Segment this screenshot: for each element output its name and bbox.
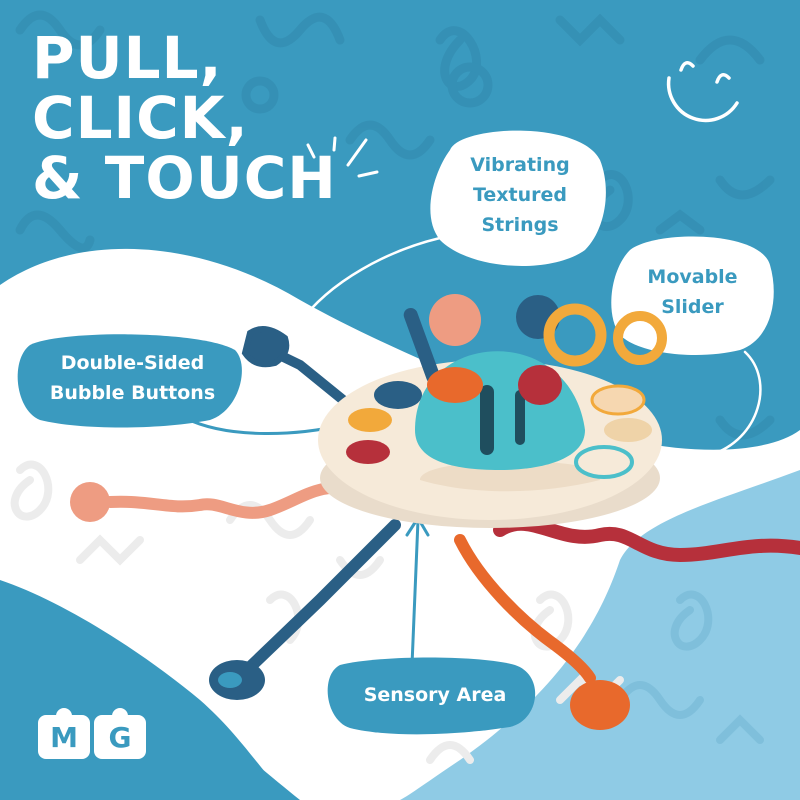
- callout-buttons-line-2: Bubble Buttons: [49, 382, 216, 404]
- callout-slider-line-2: Slider: [661, 296, 724, 318]
- callout-bubble-buttons: Double-Sided Bubble Buttons: [25, 348, 240, 408]
- callout-vibrating-strings: Vibrating Textured Strings: [445, 150, 595, 240]
- callout-sensory-line-1: Sensory Area: [363, 684, 507, 706]
- logo-piece-m: M: [38, 708, 90, 759]
- headline-line-2: CLICK,: [32, 84, 249, 152]
- callout-vibrating-line-2: Textured: [472, 184, 568, 206]
- callout-sensory-area: Sensory Area: [335, 680, 535, 710]
- callout-buttons-line-1: Double-Sided: [60, 352, 205, 374]
- callout-vibrating-line-3: Strings: [481, 214, 559, 236]
- logo-piece-g: G: [94, 708, 146, 759]
- brand-logo: M G: [38, 708, 146, 759]
- callout-slider-line-1: Movable: [647, 266, 738, 288]
- headline-line-1: PULL,: [32, 24, 223, 92]
- headline-line-3: & TOUCH: [32, 144, 337, 212]
- callout-movable-slider: Movable Slider: [620, 262, 765, 322]
- headline: PULL, CLICK, & TOUCH: [32, 28, 337, 208]
- callout-vibrating-line-1: Vibrating: [470, 154, 570, 176]
